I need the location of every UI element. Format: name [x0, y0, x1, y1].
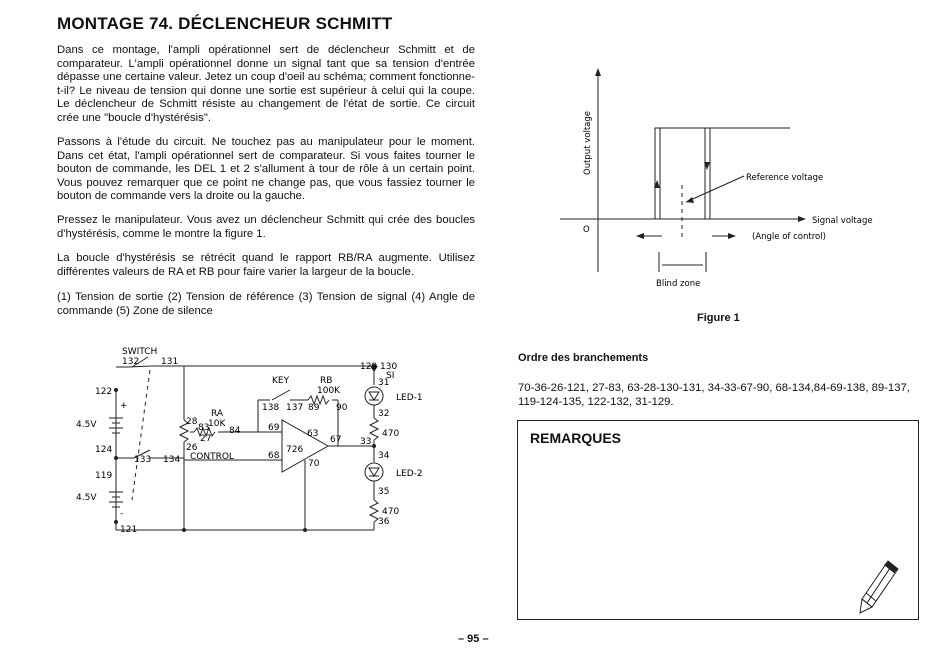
r470-2-label: 470 [382, 507, 399, 517]
switch-label: SWITCH [122, 347, 157, 357]
svg-text:131: 131 [161, 357, 178, 367]
svg-text:121: 121 [120, 525, 137, 535]
r470-2 [368, 499, 380, 523]
svg-text:28: 28 [186, 417, 198, 427]
ordre-title: Ordre des branchements [518, 352, 649, 364]
battery-1-label: 4.5V [76, 420, 97, 430]
svg-text:36: 36 [378, 517, 390, 527]
reference-pointer [685, 175, 745, 203]
svg-text:130: 130 [380, 362, 397, 372]
rb-label: RB [320, 376, 332, 386]
svg-text:132: 132 [122, 357, 139, 367]
graph-reference-label: Reference voltage [746, 173, 823, 183]
graph-y-label: Output voltage [583, 111, 593, 175]
loop-up-arrow [654, 180, 660, 188]
paragraph-circuit-study: Passons à l'étude du circuit. Ne touchez… [57, 136, 475, 203]
svg-text:31: 31 [378, 378, 389, 388]
arrow-right-head [728, 233, 736, 239]
figure-caption: Figure 1 [697, 312, 740, 324]
key-switch [271, 389, 291, 401]
si-label: SI [386, 371, 394, 381]
switch-top-blade [131, 356, 149, 368]
svg-text:119: 119 [95, 471, 112, 481]
switch-top-wire [116, 365, 153, 368]
ra-label: RA [211, 409, 224, 419]
graph-x-sublabel: (Angle of control) [752, 232, 826, 242]
paragraph-intro: Dans ce montage, l'ampli opérationnel se… [57, 44, 475, 124]
r470-1 [368, 417, 380, 441]
battery-2-label: 4.5V [76, 493, 97, 503]
page-number: – 95 – [458, 633, 489, 645]
svg-text:33: 33 [360, 437, 371, 447]
x-axis-arrowhead [798, 216, 806, 222]
svg-text:90: 90 [336, 403, 348, 413]
svg-text:68: 68 [268, 451, 280, 461]
ra-resistor [178, 419, 190, 443]
si-diode [370, 366, 378, 372]
reference-pointer-head [686, 197, 694, 203]
y-axis-arrowhead [595, 68, 601, 76]
paragraph-hysteresis: La boucle d'hystérésis se rétrécit quand… [57, 252, 475, 278]
svg-text:27: 27 [200, 434, 211, 444]
switch-link [131, 369, 151, 501]
svg-text:70: 70 [308, 459, 320, 469]
pencil-icon [859, 560, 899, 614]
paragraph-press-key: Pressez le manipulateur. Vous avez un dé… [57, 214, 475, 240]
led-2 [364, 462, 384, 482]
svg-text:63: 63 [307, 429, 318, 439]
svg-text:-: - [120, 509, 123, 519]
svg-text:+: + [120, 401, 128, 411]
loop-down-arrow [704, 162, 710, 170]
graph-origin: O [583, 225, 590, 235]
rb-resistor [307, 394, 330, 406]
loop-right-edge [700, 127, 711, 220]
svg-text:67: 67 [330, 435, 341, 445]
remarques-title: REMARQUES [530, 430, 622, 446]
wiper-resistor [193, 426, 216, 438]
svg-text:34: 34 [378, 451, 390, 461]
svg-text:83: 83 [198, 423, 209, 433]
op-amp-label: 726 [286, 445, 303, 455]
svg-text:89: 89 [308, 403, 320, 413]
key-label: KEY [272, 376, 290, 386]
ordre-text: 70-36-26-121, 27-83, 63-28-130-131, 34-3… [518, 382, 910, 408]
led-2-label: LED-2 [396, 469, 423, 479]
arrow-left-head [636, 233, 644, 239]
control-label: CONTROL [190, 452, 234, 462]
svg-text:133: 133 [134, 455, 151, 465]
led-1-label: LED-1 [396, 393, 423, 403]
rb-value: 100K [317, 386, 341, 396]
r470-1-label: 470 [382, 429, 399, 439]
svg-text:134: 134 [163, 455, 180, 465]
svg-text:32: 32 [378, 409, 389, 419]
led-1 [364, 386, 384, 406]
svg-text:84: 84 [229, 426, 241, 436]
ra-value: 10K [208, 419, 226, 429]
svg-text:122: 122 [95, 387, 112, 397]
svg-text:138: 138 [262, 403, 279, 413]
op-amp [281, 419, 330, 473]
switch-bottom-blade [133, 449, 151, 459]
svg-text:124: 124 [95, 445, 112, 455]
svg-text:129: 129 [360, 362, 377, 372]
paragraph-legend: (1) Tension de sortie (2) Tension de réf… [57, 291, 475, 317]
remarques-box: REMARQUES [517, 420, 919, 620]
svg-text:69: 69 [268, 423, 280, 433]
page-title: MONTAGE 74. DÉCLENCHEUR SCHMITT [57, 14, 393, 33]
graph-blind-zone-label: Blind zone [656, 279, 700, 289]
svg-text:137: 137 [286, 403, 303, 413]
graph-x-label: Signal voltage [812, 216, 873, 226]
svg-text:26: 26 [186, 443, 198, 453]
svg-text:35: 35 [378, 487, 389, 497]
